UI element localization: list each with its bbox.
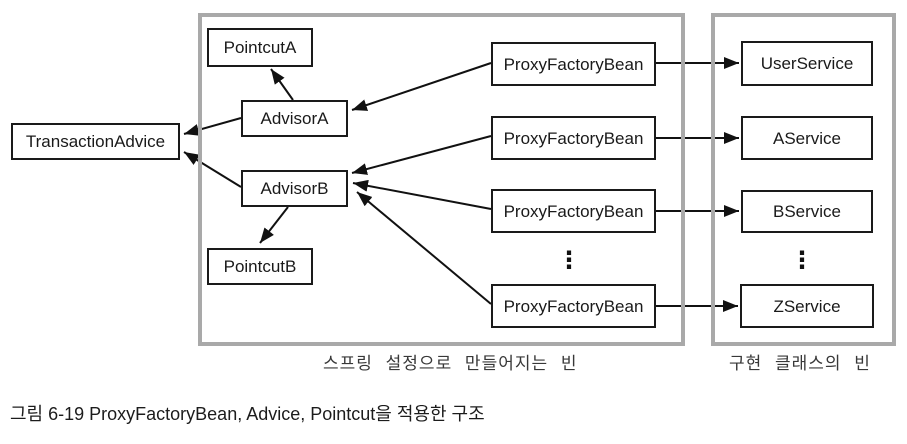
spring-beans-group-caption: 스프링 설정으로 만들어지는 빈	[323, 354, 578, 373]
spring-group-vertical-ellipsis: ⋮	[557, 246, 581, 274]
impl-beans-group-frame	[711, 13, 896, 346]
spring-beans-group-frame	[198, 13, 685, 346]
transaction-advice-box: TransactionAdvice	[11, 123, 180, 160]
proxy-factory-bean-box-4: ProxyFactoryBean	[491, 284, 656, 328]
figure-caption: 그림 6-19 ProxyFactoryBean, Advice, Pointc…	[10, 404, 485, 424]
user-service-box: UserService	[741, 41, 873, 86]
z-service-box: ZService	[740, 284, 874, 328]
impl-group-vertical-ellipsis: ⋮	[790, 246, 814, 274]
a-service-box: AService	[741, 116, 873, 160]
proxy-factory-bean-box-2: ProxyFactoryBean	[491, 116, 656, 160]
proxy-factory-bean-box-1: ProxyFactoryBean	[491, 42, 656, 86]
pointcut-b-box: PointcutB	[207, 248, 313, 285]
advisor-a-box: AdvisorA	[241, 100, 348, 137]
pointcut-a-box: PointcutA	[207, 28, 313, 67]
impl-beans-group-caption: 구현 클래스의 빈	[729, 354, 871, 373]
advisor-b-box: AdvisorB	[241, 170, 348, 207]
proxy-factory-bean-box-3: ProxyFactoryBean	[491, 189, 656, 233]
b-service-box: BService	[741, 190, 873, 233]
